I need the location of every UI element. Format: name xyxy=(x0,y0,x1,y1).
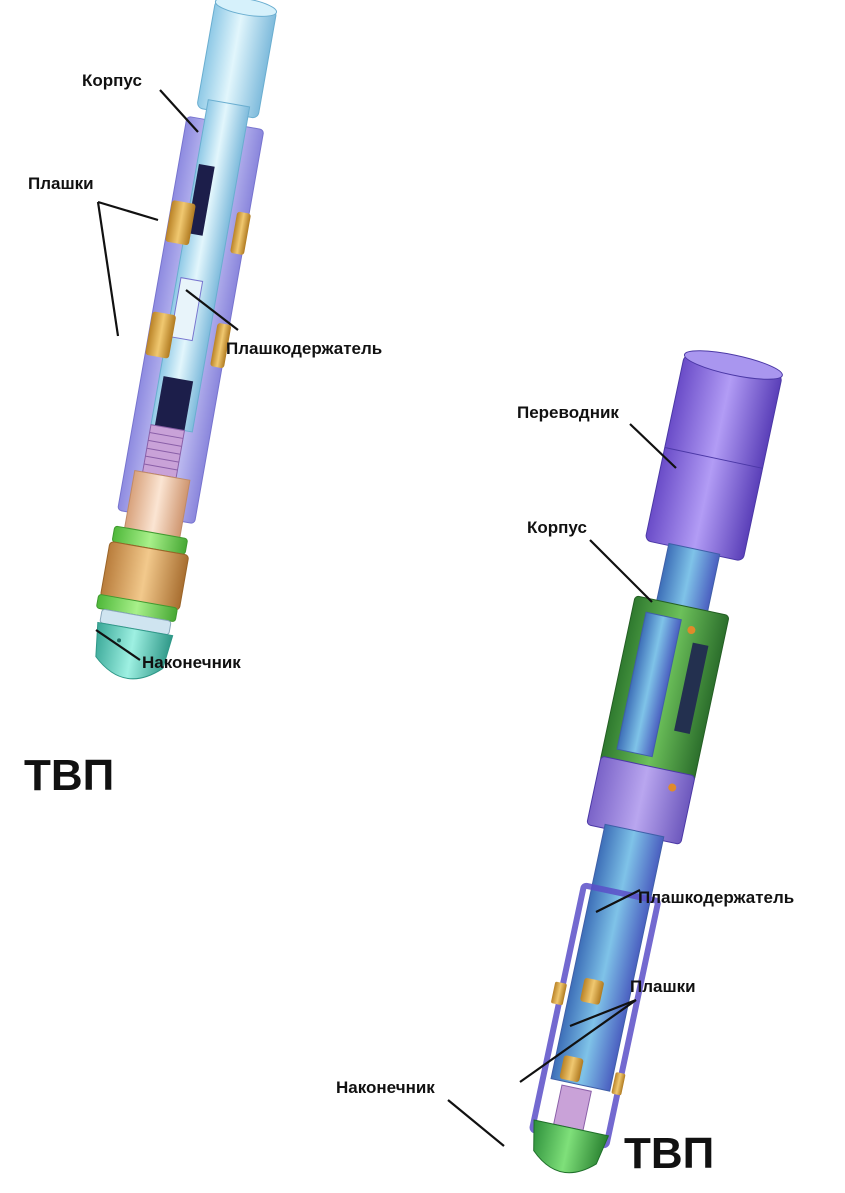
right-label-dies: Плашки xyxy=(630,977,696,996)
left-label-body: Корпус xyxy=(82,71,142,90)
left-label-tip: Наконечник xyxy=(142,653,241,672)
left-leader-dies-1 xyxy=(98,202,158,220)
right-spring xyxy=(554,1085,592,1130)
right-label-sub: Переводник xyxy=(517,403,619,422)
left-label-die-holder: Плашкодержатель xyxy=(226,339,382,358)
left-leader-body xyxy=(160,90,198,132)
left-label-dies: Плашки xyxy=(28,174,94,193)
right-title: ТВП xyxy=(624,1129,714,1178)
right-label-die-holder: Плашкодержатель xyxy=(638,888,794,907)
left-leader-dies-2 xyxy=(98,202,118,336)
right-tool xyxy=(513,345,784,1183)
right-leader-body xyxy=(590,540,652,602)
right-leader-tip xyxy=(448,1100,504,1146)
right-tip xyxy=(525,1120,609,1180)
right-label-body: Корпус xyxy=(527,518,587,537)
left-title: ТВП xyxy=(24,751,114,800)
right-label-tip: Наконечник xyxy=(336,1078,435,1097)
right-die-2 xyxy=(551,981,567,1005)
